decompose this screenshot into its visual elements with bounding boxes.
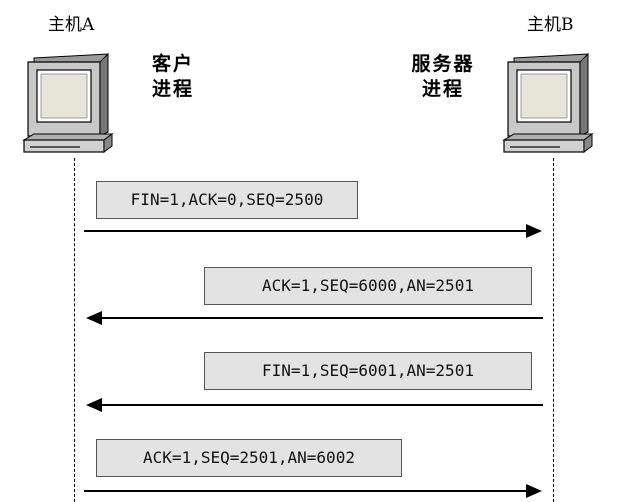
- host-a-lifeline: [74, 158, 75, 502]
- host-b-process-line1: 服务器: [411, 53, 475, 75]
- message-3-arrow: [86, 398, 543, 412]
- host-a-computer-icon: [22, 52, 114, 153]
- message-3-label: FIN=1,SEQ=6001,AN=2501: [204, 352, 532, 390]
- message-4-arrow: [84, 484, 542, 498]
- message-2-label: ACK=1,SEQ=6000,AN=2501: [204, 267, 532, 305]
- message-1-label: FIN=1,ACK=0,SEQ=2500: [96, 181, 358, 219]
- message-1-arrow: [84, 224, 542, 238]
- host-a-process-line2: 进程: [152, 78, 195, 100]
- message-4-label: ACK=1,SEQ=2501,AN=6002: [96, 439, 402, 477]
- host-b-process-label: 服务器 进程: [408, 52, 478, 102]
- host-b-label: 主机B: [527, 15, 574, 35]
- host-b-process-line2: 进程: [421, 78, 464, 100]
- host-a-process-line1: 客户: [152, 53, 195, 75]
- message-2-arrow: [86, 311, 543, 325]
- host-a-label: 主机A: [48, 15, 95, 35]
- host-b-lifeline: [553, 158, 554, 502]
- host-b-computer-icon: [502, 52, 594, 153]
- host-a-process-label: 客户 进程: [152, 52, 194, 102]
